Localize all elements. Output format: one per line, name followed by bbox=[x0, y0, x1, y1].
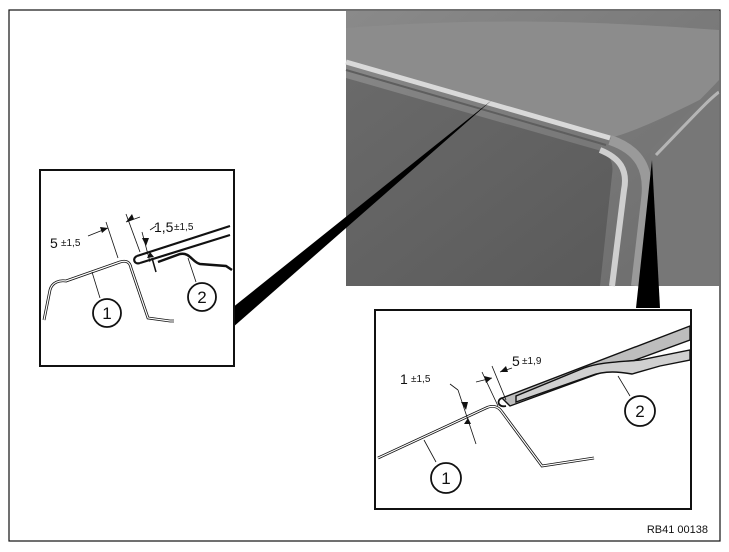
left-callout-2-label: 2 bbox=[197, 288, 206, 307]
right-dim-b-tol: ±1,9 bbox=[522, 356, 542, 367]
right-dim-b-value: 5 bbox=[512, 353, 520, 369]
right-dim-a-value: 1 bbox=[400, 371, 408, 387]
right-dim-a-tol: ±1,5 bbox=[411, 374, 431, 385]
left-callout-1-circle bbox=[92, 298, 122, 328]
left-callout-1-label: 1 bbox=[102, 304, 111, 323]
figure-code: RB41 00138 bbox=[647, 524, 708, 536]
left-dim-b-value: 1,5 bbox=[154, 219, 174, 235]
car-roof-photo bbox=[345, 11, 720, 287]
leader-wedge-left bbox=[232, 100, 492, 328]
detail-left: 5 ±1,5 1,5 ±1,5 1 2 bbox=[39, 169, 235, 367]
leader-wedge-right bbox=[636, 160, 660, 308]
detail-right: 1 ±1,5 5 ±1,9 1 2 bbox=[374, 309, 692, 510]
right-callout-1-label: 1 bbox=[441, 469, 450, 488]
left-dim-a-tol: ±1,5 bbox=[61, 238, 81, 249]
right-callout-2-circle bbox=[624, 395, 656, 427]
left-dim-a-value: 5 bbox=[50, 235, 58, 251]
left-dim-b-tol: ±1,5 bbox=[174, 222, 194, 233]
right-callout-2-label: 2 bbox=[635, 402, 644, 421]
left-callout-2-circle bbox=[187, 282, 217, 312]
right-callout-1-circle bbox=[430, 462, 462, 494]
